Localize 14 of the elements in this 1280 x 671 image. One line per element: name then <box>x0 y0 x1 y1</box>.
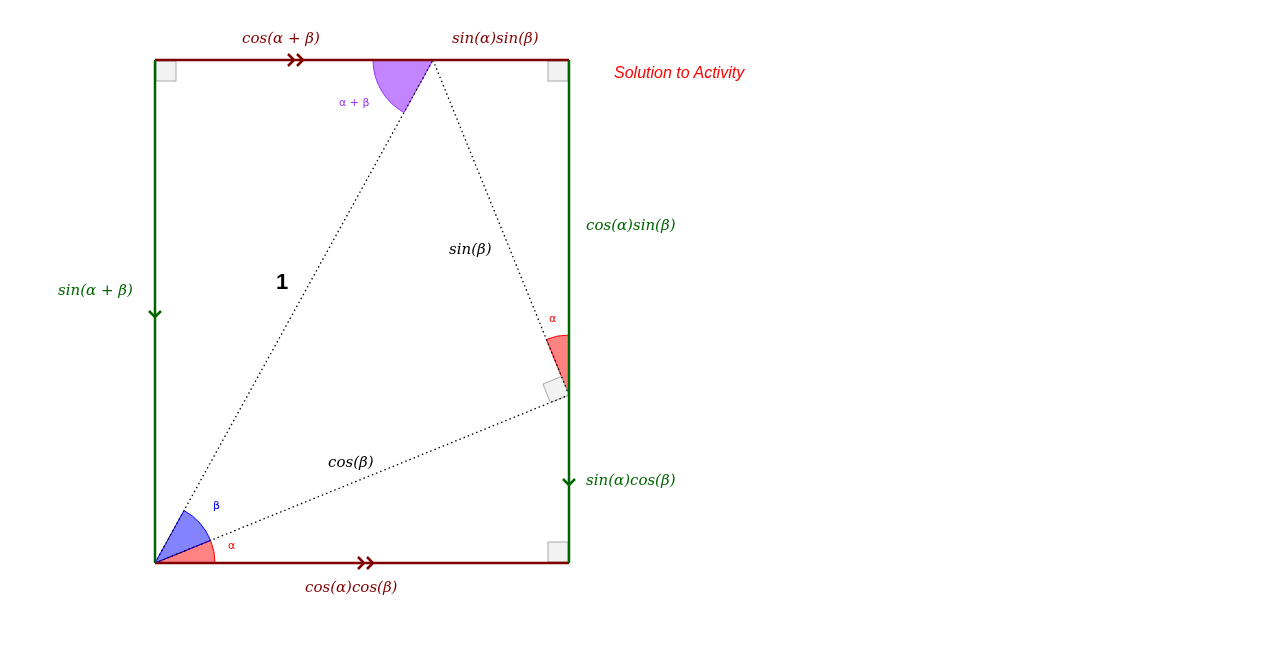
side-label: sin(α)sin(β) <box>452 31 539 46</box>
angle-label: α <box>549 313 557 324</box>
side-label: cos(α)cos(β) <box>305 580 398 595</box>
side-label: cos(α + β) <box>242 31 320 46</box>
angle-label: α + β <box>339 97 370 108</box>
side-label: sin(β) <box>449 242 492 257</box>
angle-label: α <box>228 540 236 551</box>
angle-label: β <box>213 500 221 511</box>
note-text: Solution to Activity <box>614 65 745 81</box>
side-label: cos(β) <box>328 455 374 470</box>
side-label: 1 <box>276 271 289 293</box>
side-label: sin(α + β) <box>58 283 133 298</box>
side-label: cos(α)sin(β) <box>586 218 676 233</box>
side-label: sin(α)cos(β) <box>586 473 676 488</box>
